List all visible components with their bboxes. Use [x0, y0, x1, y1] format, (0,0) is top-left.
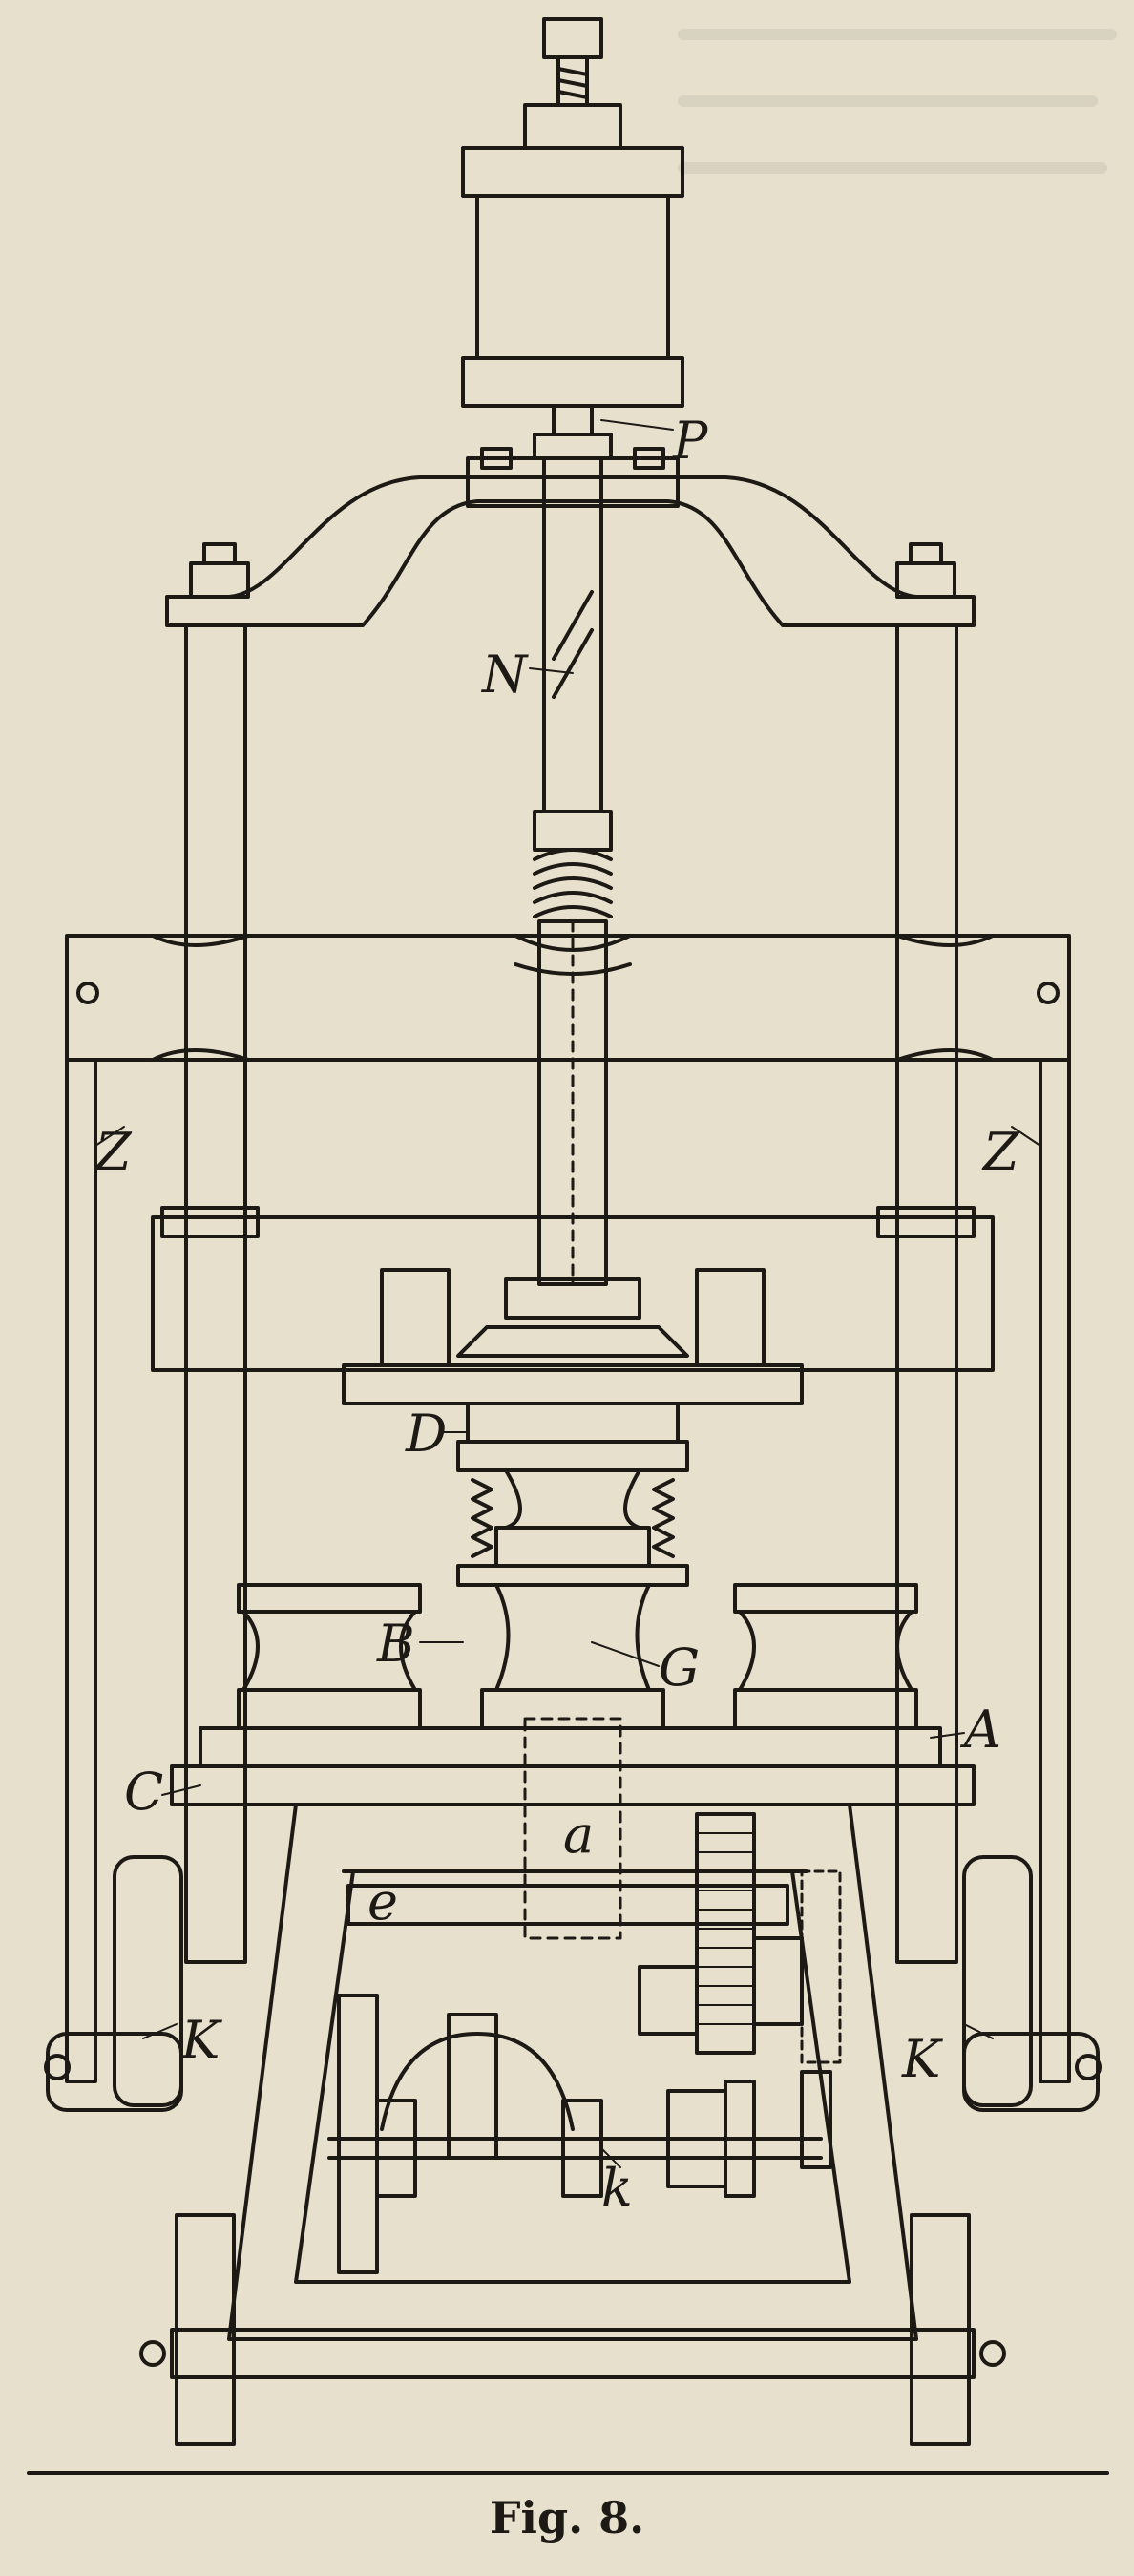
label-P: P	[600, 411, 709, 471]
label-B: B	[376, 1614, 464, 1674]
faded-text-block	[668, 0, 1134, 248]
label-K-right: K	[901, 2023, 994, 2089]
pressure-cylinder	[461, 146, 684, 460]
svg-text:K: K	[901, 2029, 943, 2089]
blank-right	[733, 1583, 918, 1730]
gear-train	[638, 1812, 842, 2169]
upper-crosshead	[65, 934, 1071, 1062]
upper-die	[342, 1363, 804, 1587]
label-Z-left: Z	[94, 1122, 133, 1182]
label-G: G	[591, 1637, 700, 1698]
right-column	[895, 623, 958, 1964]
svg-text:a: a	[563, 1805, 594, 1865]
tie-rods	[65, 991, 1071, 2083]
label-C: C	[124, 1762, 201, 1822]
lever-right	[962, 1855, 1102, 2112]
svg-text:P: P	[672, 411, 709, 471]
svg-text:Z: Z	[981, 1122, 1020, 1182]
svg-text:G: G	[659, 1637, 700, 1698]
top-bridge	[165, 447, 976, 627]
label-Z-right: Z	[981, 1122, 1041, 1182]
svg-text:D: D	[405, 1404, 447, 1464]
label-D: D	[405, 1404, 469, 1464]
svg-text:Z: Z	[94, 1122, 133, 1182]
spindle	[533, 456, 613, 1286]
label-a: a	[563, 1805, 594, 1865]
lower-die	[480, 1583, 665, 1730]
top-bolt	[523, 17, 622, 150]
svg-text:C: C	[124, 1762, 163, 1822]
table-plate	[170, 1717, 976, 1940]
left-column	[184, 623, 247, 1964]
lever-left	[44, 1855, 183, 2112]
svg-text:k: k	[601, 2158, 633, 2218]
svg-text:e: e	[368, 1871, 398, 1932]
crank-shaft	[327, 1994, 823, 2274]
svg-text:A: A	[959, 1700, 1001, 1760]
shaft-e	[346, 1884, 789, 1926]
svg-text:K: K	[180, 2010, 222, 2070]
label-K-left: K	[142, 2010, 222, 2070]
label-k: k	[600, 2147, 633, 2218]
svg-text:B: B	[376, 1614, 415, 1674]
figure-caption: Fig. 8.	[489, 2492, 645, 2544]
label-e: e	[368, 1871, 398, 1932]
label-A: A	[930, 1700, 1001, 1760]
svg-text:N: N	[480, 644, 529, 705]
stand-frame	[27, 1803, 1109, 2475]
label-N: N	[480, 644, 574, 705]
